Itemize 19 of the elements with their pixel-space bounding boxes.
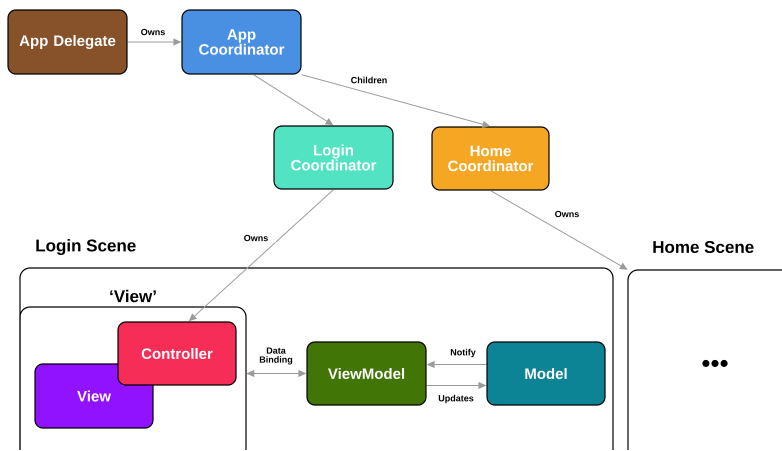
process-box: ViewModel [306, 341, 427, 406]
ellipsis-text: ••• [702, 360, 728, 367]
process-box: Home Coordinator [431, 126, 550, 191]
edge-label: Owns [244, 234, 268, 242]
edge-label: Owns [555, 210, 579, 218]
edge-label: Owns [141, 28, 165, 36]
edge-label: Data Binding [260, 347, 292, 365]
process-box: App Delegate [7, 9, 128, 75]
process-box: App Coordinator [181, 9, 302, 75]
scene-title: Login Scene [36, 239, 136, 255]
edge-label: Notify [450, 348, 476, 358]
process-box: Login Coordinator [273, 125, 394, 190]
scene-title: Home Scene [653, 240, 754, 254]
process-box: Controller [117, 321, 237, 386]
edge-label: Children [351, 76, 387, 84]
edge-label: Updates [438, 394, 474, 404]
process-box: Model [486, 341, 606, 406]
process-box: View [34, 363, 154, 429]
scene-title: ‘View’ [110, 290, 156, 302]
